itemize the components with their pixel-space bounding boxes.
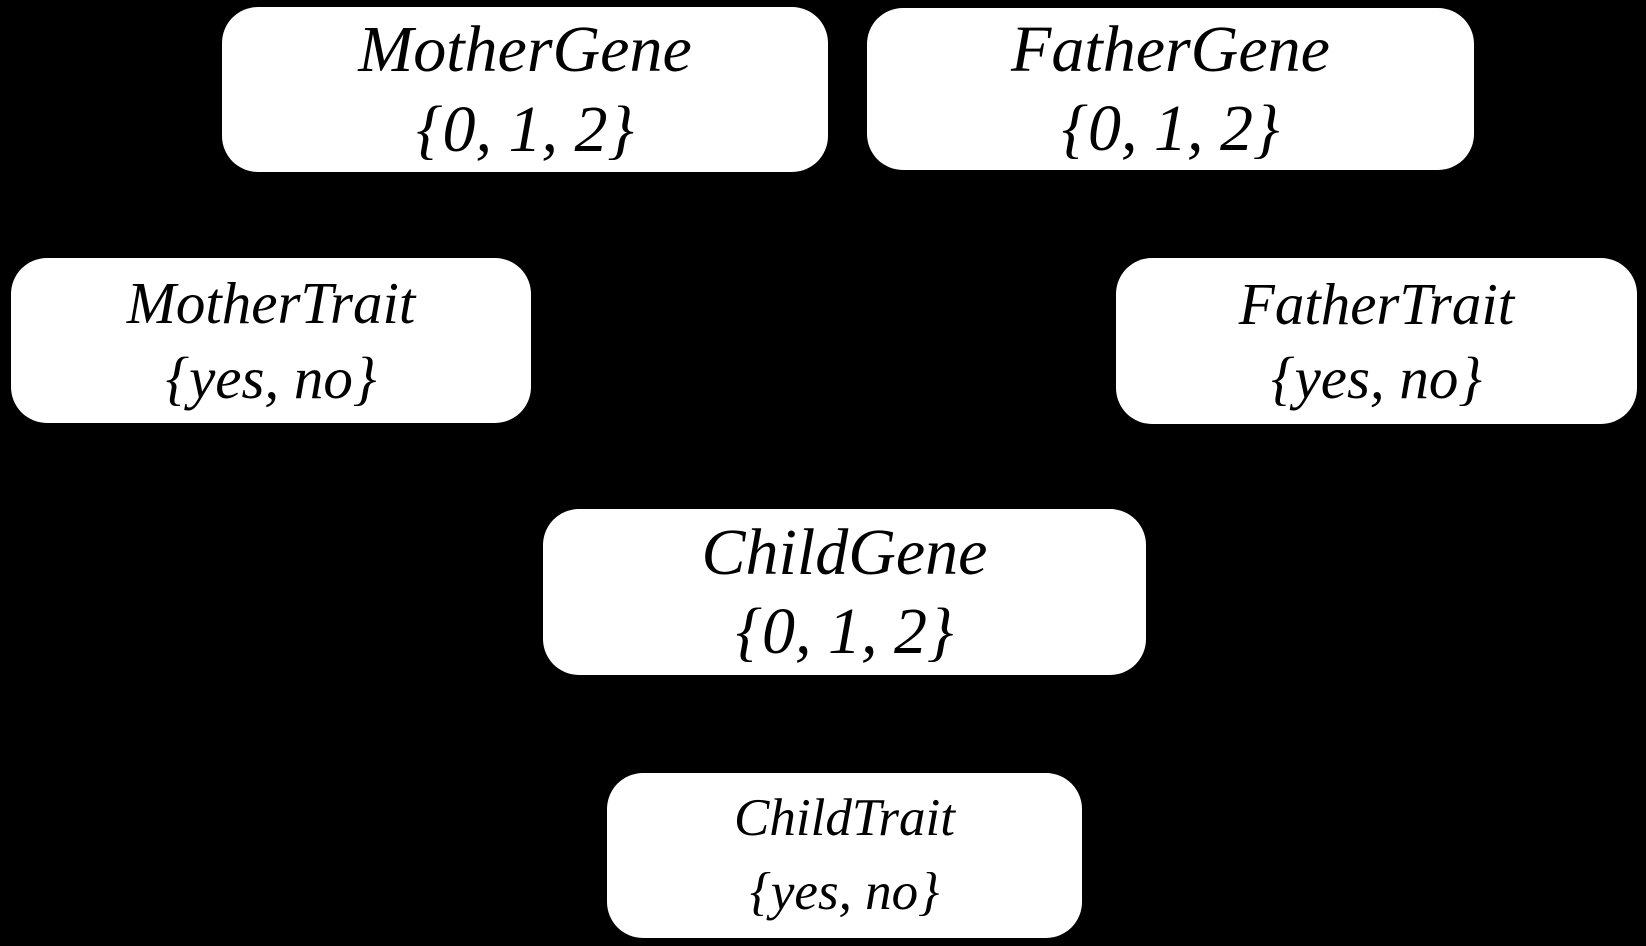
node-father-trait-label: FatherTrait [1238,270,1515,337]
node-mother-gene-label: MotherGene [358,13,692,87]
node-child-trait-domain: {yes, no} [749,862,940,921]
node-child-trait: ChildTrait {yes, no} [607,773,1082,938]
node-mother-gene: MotherGene {0, 1, 2} [222,7,828,172]
node-father-trait-domain: {yes, no} [1270,345,1483,411]
node-father-gene-label: FatherGene [1011,12,1330,86]
node-child-trait-label: ChildTrait [734,789,955,848]
node-mother-gene-domain: {0, 1, 2} [416,92,634,166]
node-father-gene-domain: {0, 1, 2} [1061,92,1280,165]
node-child-gene: ChildGene {0, 1, 2} [543,509,1146,675]
node-father-trait: FatherTrait {yes, no} [1116,258,1637,424]
node-mother-trait: MotherTrait {yes, no} [11,258,531,423]
node-mother-trait-domain: {yes, no} [165,344,377,411]
node-child-gene-domain: {0, 1, 2} [735,595,954,668]
node-father-gene: FatherGene {0, 1, 2} [867,8,1474,170]
node-mother-trait-label: MotherTrait [126,270,416,337]
node-child-gene-label: ChildGene [701,515,988,589]
